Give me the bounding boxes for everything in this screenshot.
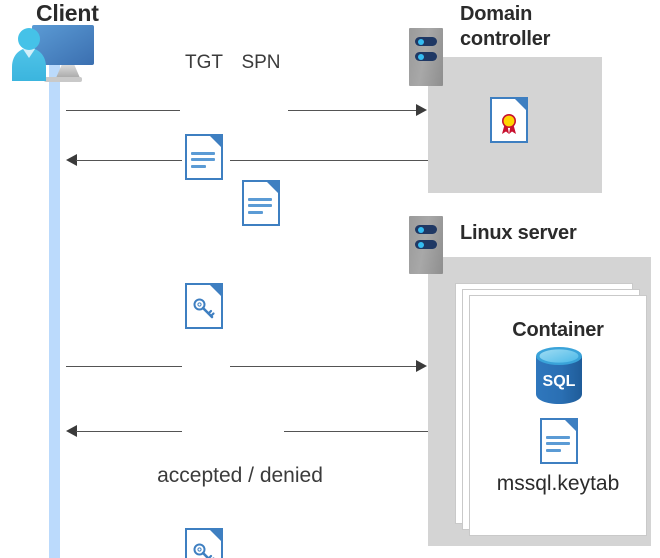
message-3-line-right	[230, 366, 416, 367]
message-4-arrowhead	[66, 425, 77, 437]
spn-label: SPN	[241, 52, 281, 73]
key-document-icon	[185, 283, 223, 329]
message-2-arrowhead	[66, 154, 77, 166]
desktop-user-icon	[10, 22, 110, 88]
keytab-document-icon	[540, 418, 578, 464]
sql-database-icon: SQL	[530, 344, 588, 406]
keytab-filename-label: mssql.keytab	[496, 472, 620, 495]
container-card-front: Container SQL	[469, 295, 647, 536]
server-rack-icon	[409, 216, 443, 274]
certificate-document-icon	[490, 97, 528, 143]
domain-controller-title: Domain controller	[460, 3, 551, 50]
message-2-line-left	[76, 160, 182, 161]
message-3-line-left	[66, 366, 182, 367]
message-4-line-left	[76, 431, 182, 432]
spn-document-icon	[242, 180, 280, 226]
accepted-denied-label: accepted / denied	[157, 464, 323, 487]
server-rack-icon	[409, 28, 443, 86]
container-title: Container	[512, 319, 604, 341]
sql-label: SQL	[543, 373, 576, 390]
client-title: Client	[36, 0, 99, 26]
message-1-arrowhead	[416, 104, 427, 116]
message-3-arrowhead	[416, 360, 427, 372]
tgt-label: TGT	[185, 52, 223, 73]
tgt-document-icon	[185, 134, 223, 180]
message-4-line-right	[284, 431, 428, 432]
key-document-icon	[185, 528, 223, 558]
message-1-line-left	[66, 110, 180, 111]
client-lifeline	[49, 58, 60, 558]
message-2-line-right	[230, 160, 428, 161]
linux-server-title: Linux server	[460, 222, 577, 244]
message-1-line-right	[288, 110, 416, 111]
